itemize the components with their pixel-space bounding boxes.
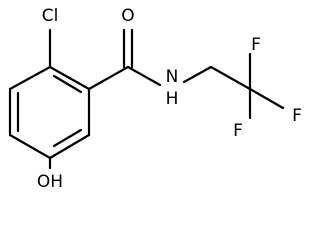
atom-hydroxyl: OH	[37, 172, 63, 192]
bond-n-ch2	[182, 65, 213, 84]
atom-fluorine-top: F	[251, 35, 261, 55]
atom-amide-hydrogen: H	[166, 89, 179, 109]
atom-chlorine: Cl	[42, 6, 59, 26]
bond-ring-double-inner-2	[52, 128, 83, 148]
bond-ring-carbonyl	[87, 65, 130, 91]
bond-carbonyl-n	[126, 65, 162, 87]
atom-fluorine-right: F	[292, 106, 302, 126]
benzene-ring	[8, 65, 91, 160]
atom-amide-nitrogen: N	[166, 67, 179, 87]
atom-fluorine-bottom: F	[233, 121, 243, 141]
bond-ring-c1-c2	[48, 65, 91, 91]
bond-ring-c6-c1	[8, 65, 52, 91]
bond-ring-c4-c5	[8, 133, 52, 160]
bond-ring-c3-c4	[48, 133, 91, 160]
atom-carbonyl-oxygen: O	[121, 6, 134, 26]
bond-c-f-right	[248, 87, 285, 110]
bond-ch2-cf3	[209, 65, 252, 91]
bond-ring-double-inner-1	[52, 74, 83, 94]
structure-diagram: Cl O N H F F F OH	[8, 6, 302, 192]
